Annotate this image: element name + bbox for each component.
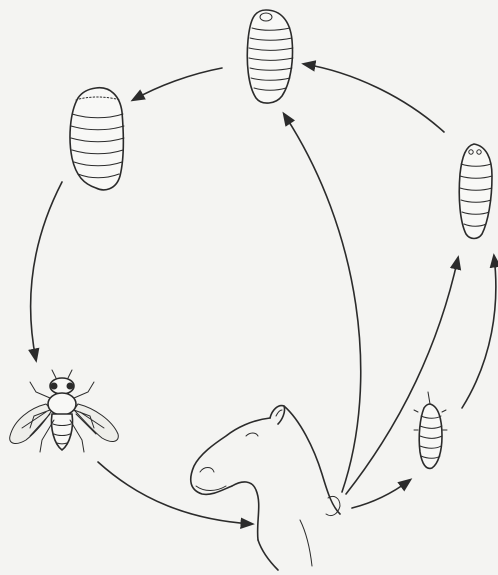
arrow-host-to-larva2 — [346, 258, 458, 494]
arrow-host-to-larva1 — [352, 480, 410, 508]
second-instar-larva-icon — [459, 144, 492, 239]
horse-head-icon — [191, 406, 340, 570]
arrow-larva3-to-pupa — [133, 68, 222, 100]
third-instar-larva-icon — [247, 10, 293, 103]
arrow-adult-to-host — [98, 462, 252, 524]
arrow-larva2-to-larva3 — [304, 64, 444, 132]
first-instar-larva-icon — [414, 392, 447, 468]
arrow-pupa-to-adult — [31, 182, 62, 360]
botfly-adult-icon — [10, 370, 119, 452]
arrow-larva1-to-larva2 — [462, 256, 496, 408]
arrow-host-to-larva3 — [284, 114, 361, 492]
pupa-icon — [70, 88, 124, 190]
